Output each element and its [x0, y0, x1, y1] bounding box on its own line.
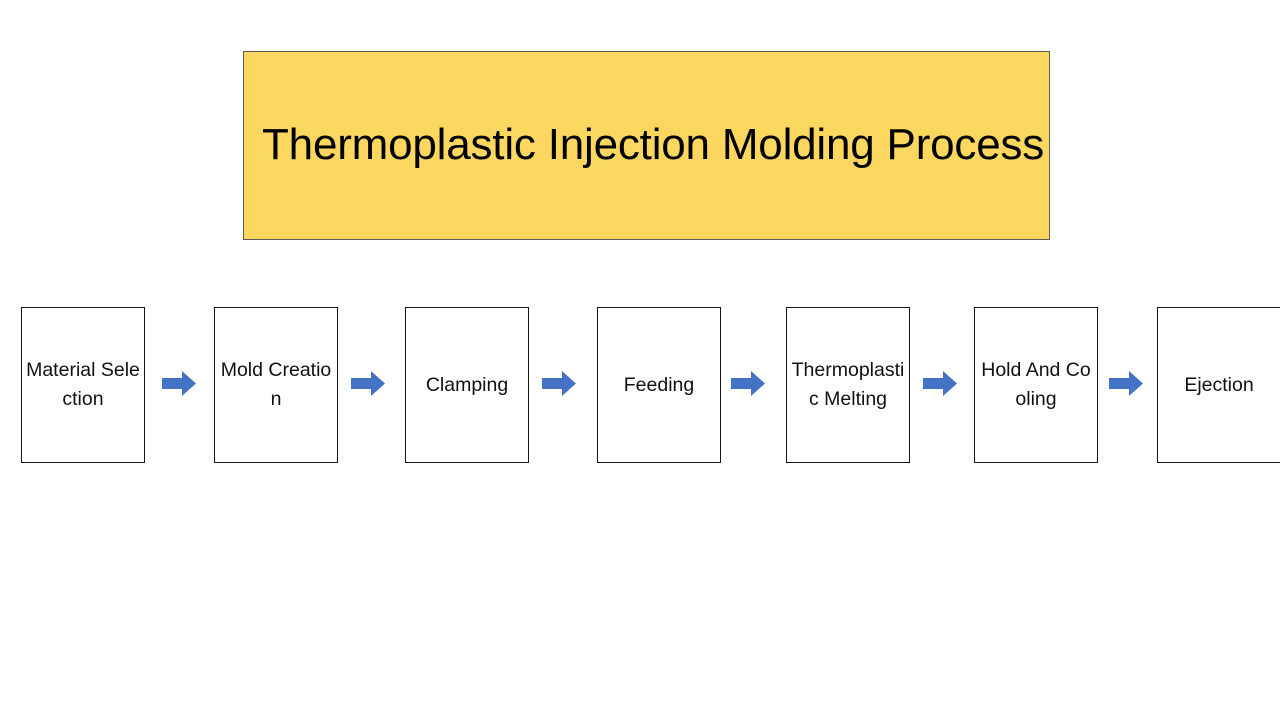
- process-flow: Material Selection Mold Creation Clampin…: [0, 307, 1280, 463]
- process-step-mold-creation[interactable]: Mold Creation: [214, 307, 338, 463]
- process-step-thermoplastic-melting[interactable]: Thermoplastic Melting: [786, 307, 910, 463]
- right-arrow-icon: [923, 371, 957, 396]
- title-banner: Thermoplastic Injection Molding Process: [243, 51, 1050, 240]
- right-arrow-icon: [542, 371, 576, 396]
- process-step-label: Ejection: [1184, 373, 1254, 396]
- process-step-material-selection[interactable]: Material Selection: [21, 307, 145, 463]
- process-step-label: Clamping: [425, 373, 509, 396]
- page-title: Thermoplastic Injection Molding Process: [262, 120, 1045, 170]
- process-step-clamping[interactable]: Clamping: [405, 307, 529, 463]
- process-step-feeding[interactable]: Feeding: [597, 307, 721, 463]
- process-step-label: Mold Creation: [220, 359, 332, 410]
- process-step-label: Thermoplastic Melting: [791, 359, 905, 410]
- process-step-ejection[interactable]: Ejection: [1157, 307, 1280, 463]
- process-step-label: Material Selection: [26, 359, 140, 410]
- process-step-hold-and-cooling[interactable]: Hold And Cooling: [974, 307, 1098, 463]
- right-arrow-icon: [1109, 371, 1143, 396]
- right-arrow-icon: [731, 371, 765, 396]
- right-arrow-icon: [351, 371, 385, 396]
- process-step-label: Hold And Cooling: [981, 359, 1091, 410]
- process-step-label: Feeding: [623, 373, 695, 396]
- right-arrow-icon: [162, 371, 196, 396]
